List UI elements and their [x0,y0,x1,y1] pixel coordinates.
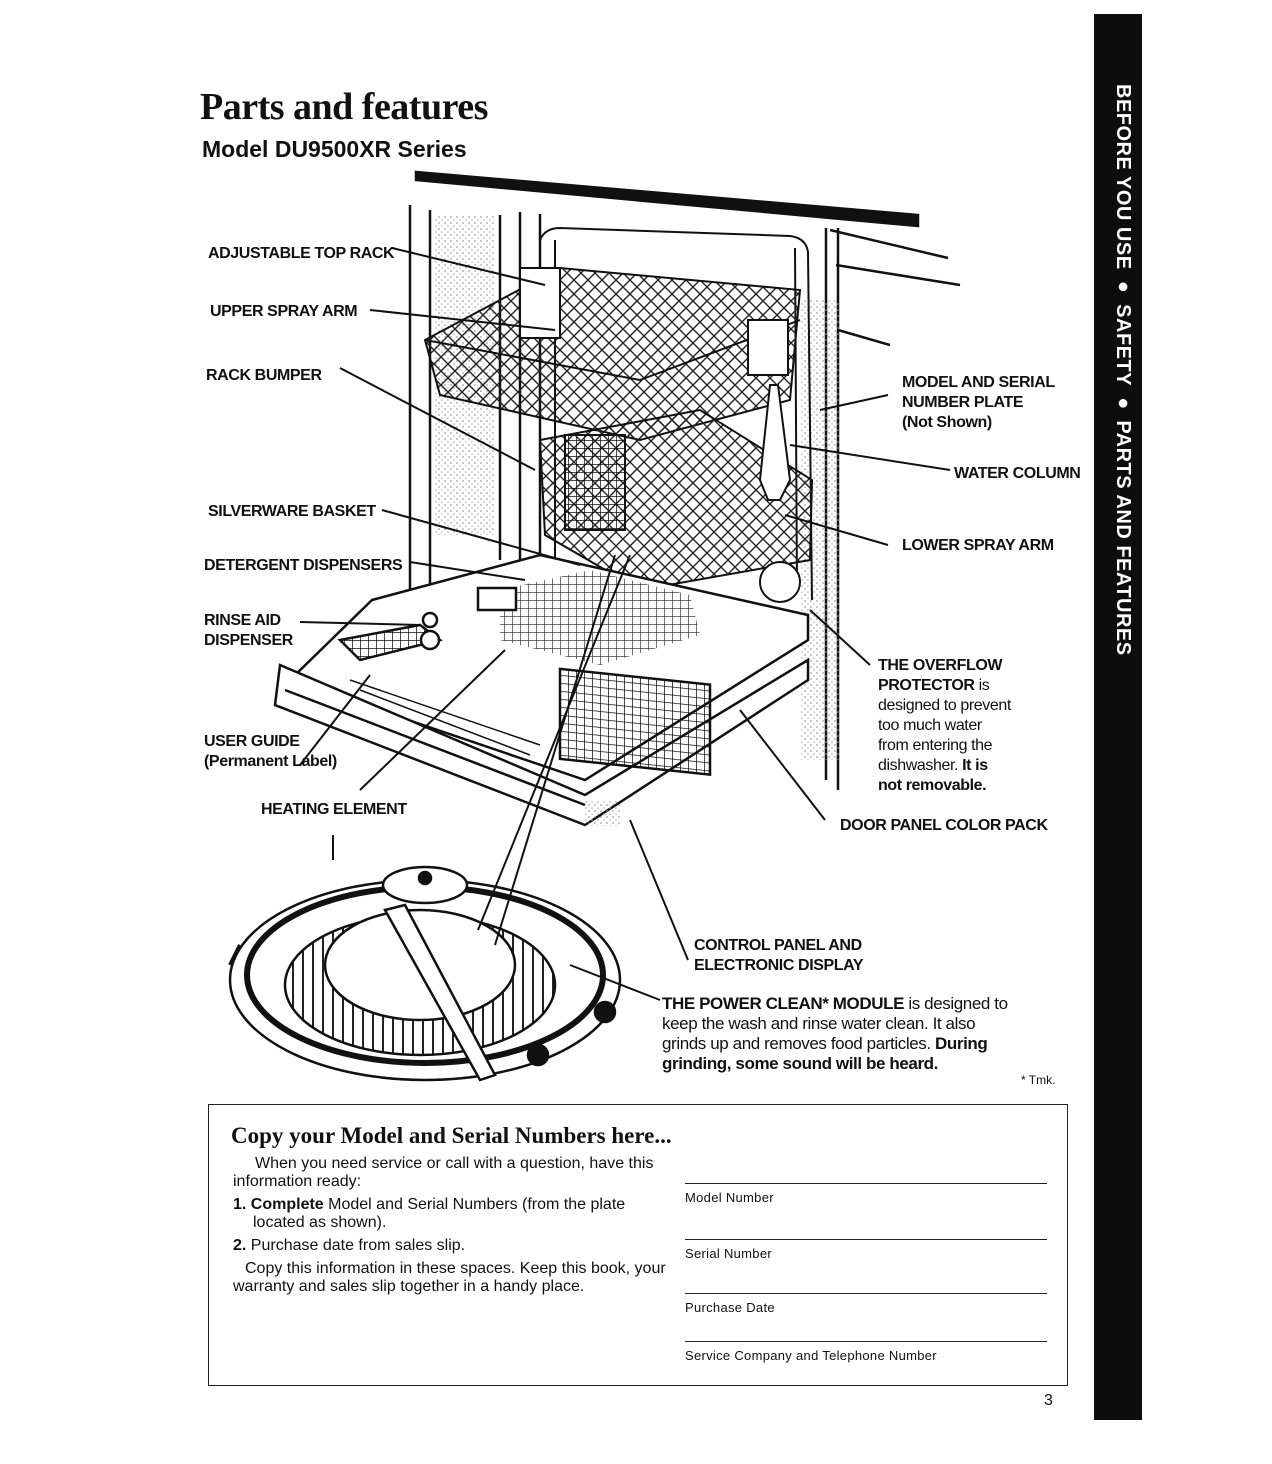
label-model-serial-line2: NUMBER PLATE [902,394,1024,411]
label-overflow-line4: too much water [878,717,982,734]
model-number-field[interactable]: Model Number [685,1183,1047,1205]
label-control-panel-line1: CONTROL PANEL AND [694,937,862,954]
label-power-clean-line1: THE POWER CLEAN* MODULE is designed to [662,994,1008,1014]
label-power-clean-text3: grinds up and removes food particles. [662,1034,931,1053]
label-overflow-text6: dishwasher. [878,757,959,774]
serial-number-field[interactable]: Serial Number [685,1239,1047,1261]
label-adjustable-top-rack: ADJUSTABLE TOP RACK [208,245,395,262]
trademark-note: * Tmk. [1021,1073,1056,1087]
copy-box-step-2: 2. Purchase date from sales slip. [233,1237,673,1255]
model-subtitle: Model DU9500XR Series [202,136,467,162]
service-company-field[interactable]: Service Company and Telephone Number [685,1341,1047,1363]
label-user-guide-line1: USER GUIDE [204,733,300,750]
copy-info-box: Copy your Model and Serial Numbers here.… [208,1104,1068,1386]
serial-number-label: Serial Number [685,1246,772,1261]
lower-rack [538,408,814,592]
step-1-number: 1. [233,1196,247,1213]
label-rack-bumper: RACK BUMPER [206,367,322,384]
copy-box-intro: When you need service or call with a que… [233,1155,654,1190]
step-1-bold: Complete [250,1196,324,1213]
step-2-number: 2. [233,1237,247,1254]
label-power-clean-line4: grinding, some sound will be heard. [662,1054,938,1073]
page-title: Parts and features [200,86,488,128]
label-overflow-line7: not removable. [878,777,987,794]
open-door [273,553,810,827]
copy-box-outro: Copy this information in these spaces. K… [233,1260,666,1295]
label-overflow-protector: THE OVERFLOW PROTECTOR is designed to pr… [878,656,1011,796]
label-power-clean-text3b: During [930,1034,988,1053]
service-company-label: Service Company and Telephone Number [685,1348,937,1363]
label-rinse-aid-line1: RINSE AID [204,612,281,629]
serial-number-line [685,1239,1047,1240]
label-power-clean-text1: is designed to [904,994,1008,1013]
label-control-panel-line2: ELECTRONIC DISPLAY [694,957,864,974]
label-model-serial-plate: MODEL AND SERIAL NUMBER PLATE (Not Shown… [902,373,1055,433]
label-overflow-line3: designed to prevent [878,697,1011,714]
model-number-line [685,1183,1047,1184]
label-overflow-text2: is [974,677,990,694]
label-user-guide-line2: (Permanent Label) [204,753,337,770]
label-overflow-line2: PROTECTOR is [878,676,1011,696]
leader-lines [299,247,951,1001]
label-power-clean-title: THE POWER CLEAN* MODULE [662,994,905,1013]
label-overflow-line5: from entering the [878,737,993,754]
label-silverware-basket: SILVERWARE BASKET [208,503,376,520]
label-user-guide: USER GUIDE (Permanent Label) [204,732,337,772]
purchase-date-field[interactable]: Purchase Date [685,1293,1047,1315]
label-overflow-title2: PROTECTOR [878,677,975,694]
step-2-text: Purchase date from sales slip. [246,1237,466,1254]
water-column [758,384,801,603]
label-rinse-aid-dispenser: RINSE AID DISPENSER [204,611,293,651]
copy-box-instructions: When you need service or call with a que… [233,1155,673,1301]
label-overflow-text6b: It is [958,757,988,774]
label-upper-spray-arm: UPPER SPRAY ARM [210,303,358,320]
copy-box-title: Copy your Model and Serial Numbers here.… [231,1123,672,1148]
label-model-serial-line3: (Not Shown) [902,414,992,431]
label-power-clean-module: THE POWER CLEAN* MODULE is designed to k… [662,994,1008,1074]
label-rinse-aid-line2: DISPENSER [204,632,293,649]
purchase-date-line [685,1293,1047,1294]
page-number: 3 [1044,1392,1053,1409]
label-overflow-line6: dishwasher. It is [878,756,1011,776]
upper-rack [423,266,802,442]
model-number-label: Model Number [685,1190,774,1205]
section-side-tab: BEFORE YOU USE ● SAFETY ● PARTS AND FEAT… [1094,14,1142,1420]
side-tab-text: BEFORE YOU USE ● SAFETY ● PARTS AND FEAT… [1112,84,1134,656]
power-clean-module [228,865,622,1082]
label-overflow-line1: THE OVERFLOW [878,657,1003,674]
copy-box-step-1: 1. Complete Model and Serial Numbers (fr… [233,1196,673,1232]
label-power-clean-line2: keep the wash and rinse water clean. It … [662,1014,976,1033]
step-1-text: Model and Serial Numbers (from the plate… [253,1196,626,1231]
label-heating-element: HEATING ELEMENT [261,801,407,818]
label-control-panel: CONTROL PANEL AND ELECTRONIC DISPLAY [694,936,864,976]
label-power-clean-line3: grinds up and removes food particles. Du… [662,1034,1008,1054]
label-model-serial-line1: MODEL AND SERIAL [902,374,1055,391]
label-detergent-dispensers: DETERGENT DISPENSERS [204,557,403,574]
label-water-column: WATER COLUMN [954,465,1081,482]
service-company-line [685,1341,1047,1342]
label-lower-spray-arm: LOWER SPRAY ARM [902,537,1054,554]
purchase-date-label: Purchase Date [685,1300,775,1315]
label-door-panel-color-pack: DOOR PANEL COLOR PACK [840,817,1048,834]
dishwasher-illustration [228,170,961,1082]
